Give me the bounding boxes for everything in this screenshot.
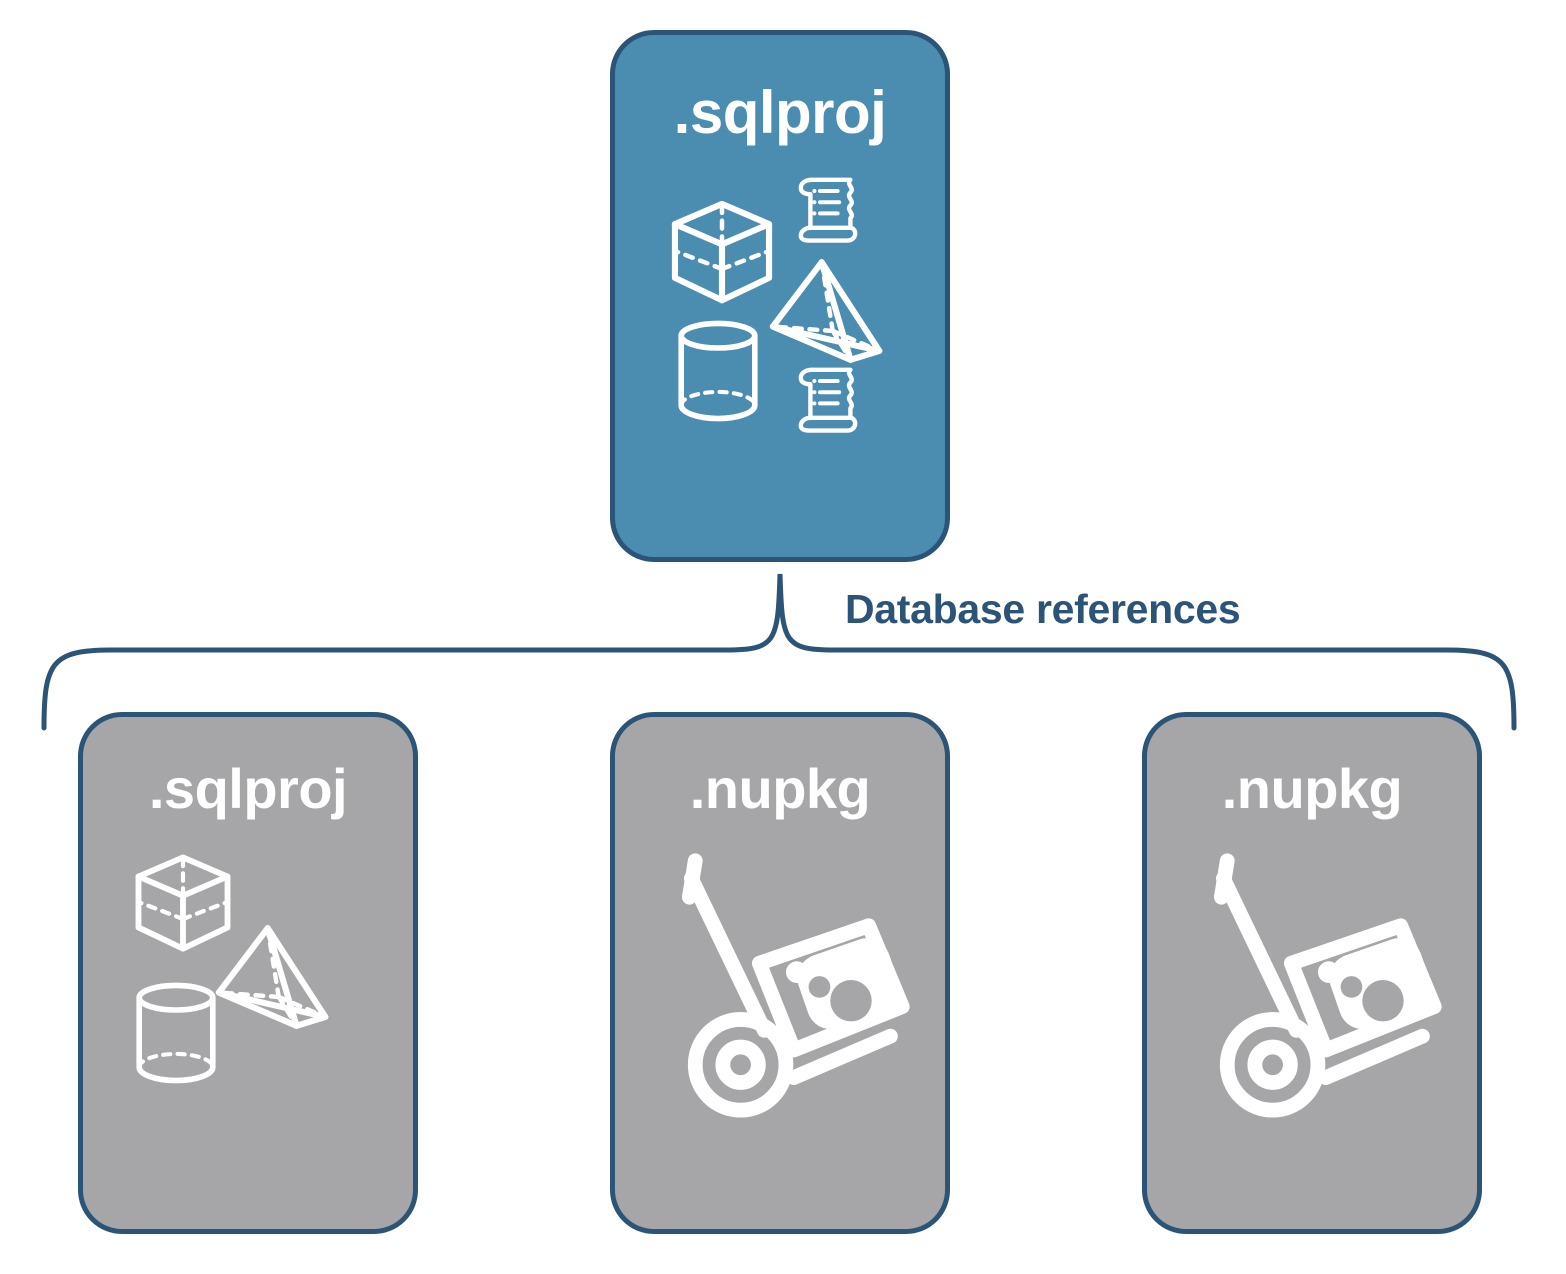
hand-truck-package-icon (1213, 853, 1442, 1118)
node-label: .nupkg (689, 757, 871, 820)
hand-truck-package-icon (681, 853, 910, 1118)
node-root-sqlproj[interactable]: .sqlproj (610, 30, 950, 562)
pyramid-icon (769, 259, 883, 363)
scroll-icon (798, 367, 858, 433)
node-label: .nupkg (1221, 757, 1403, 820)
node-ref-nupkg-2[interactable]: .nupkg (1142, 712, 1482, 1234)
node-label: .sqlproj (148, 757, 348, 820)
cylinder-icon (678, 320, 758, 422)
root-icon-group (660, 167, 900, 433)
cube-icon (671, 200, 773, 304)
nupkg-icon-group (1172, 837, 1452, 1137)
node-label: .sqlproj (673, 79, 887, 146)
nupkg-icon-group (640, 837, 920, 1137)
connector-label: Database references (845, 586, 1241, 632)
scroll-icon (798, 177, 858, 243)
node-ref-nupkg-1[interactable]: .nupkg (610, 712, 950, 1234)
cylinder-icon (136, 982, 216, 1084)
node-ref-sqlproj[interactable]: .sqlproj (78, 712, 418, 1234)
sqlproj-icon-group (108, 837, 388, 1137)
cube-icon (135, 854, 231, 952)
pyramid-icon (215, 925, 329, 1029)
